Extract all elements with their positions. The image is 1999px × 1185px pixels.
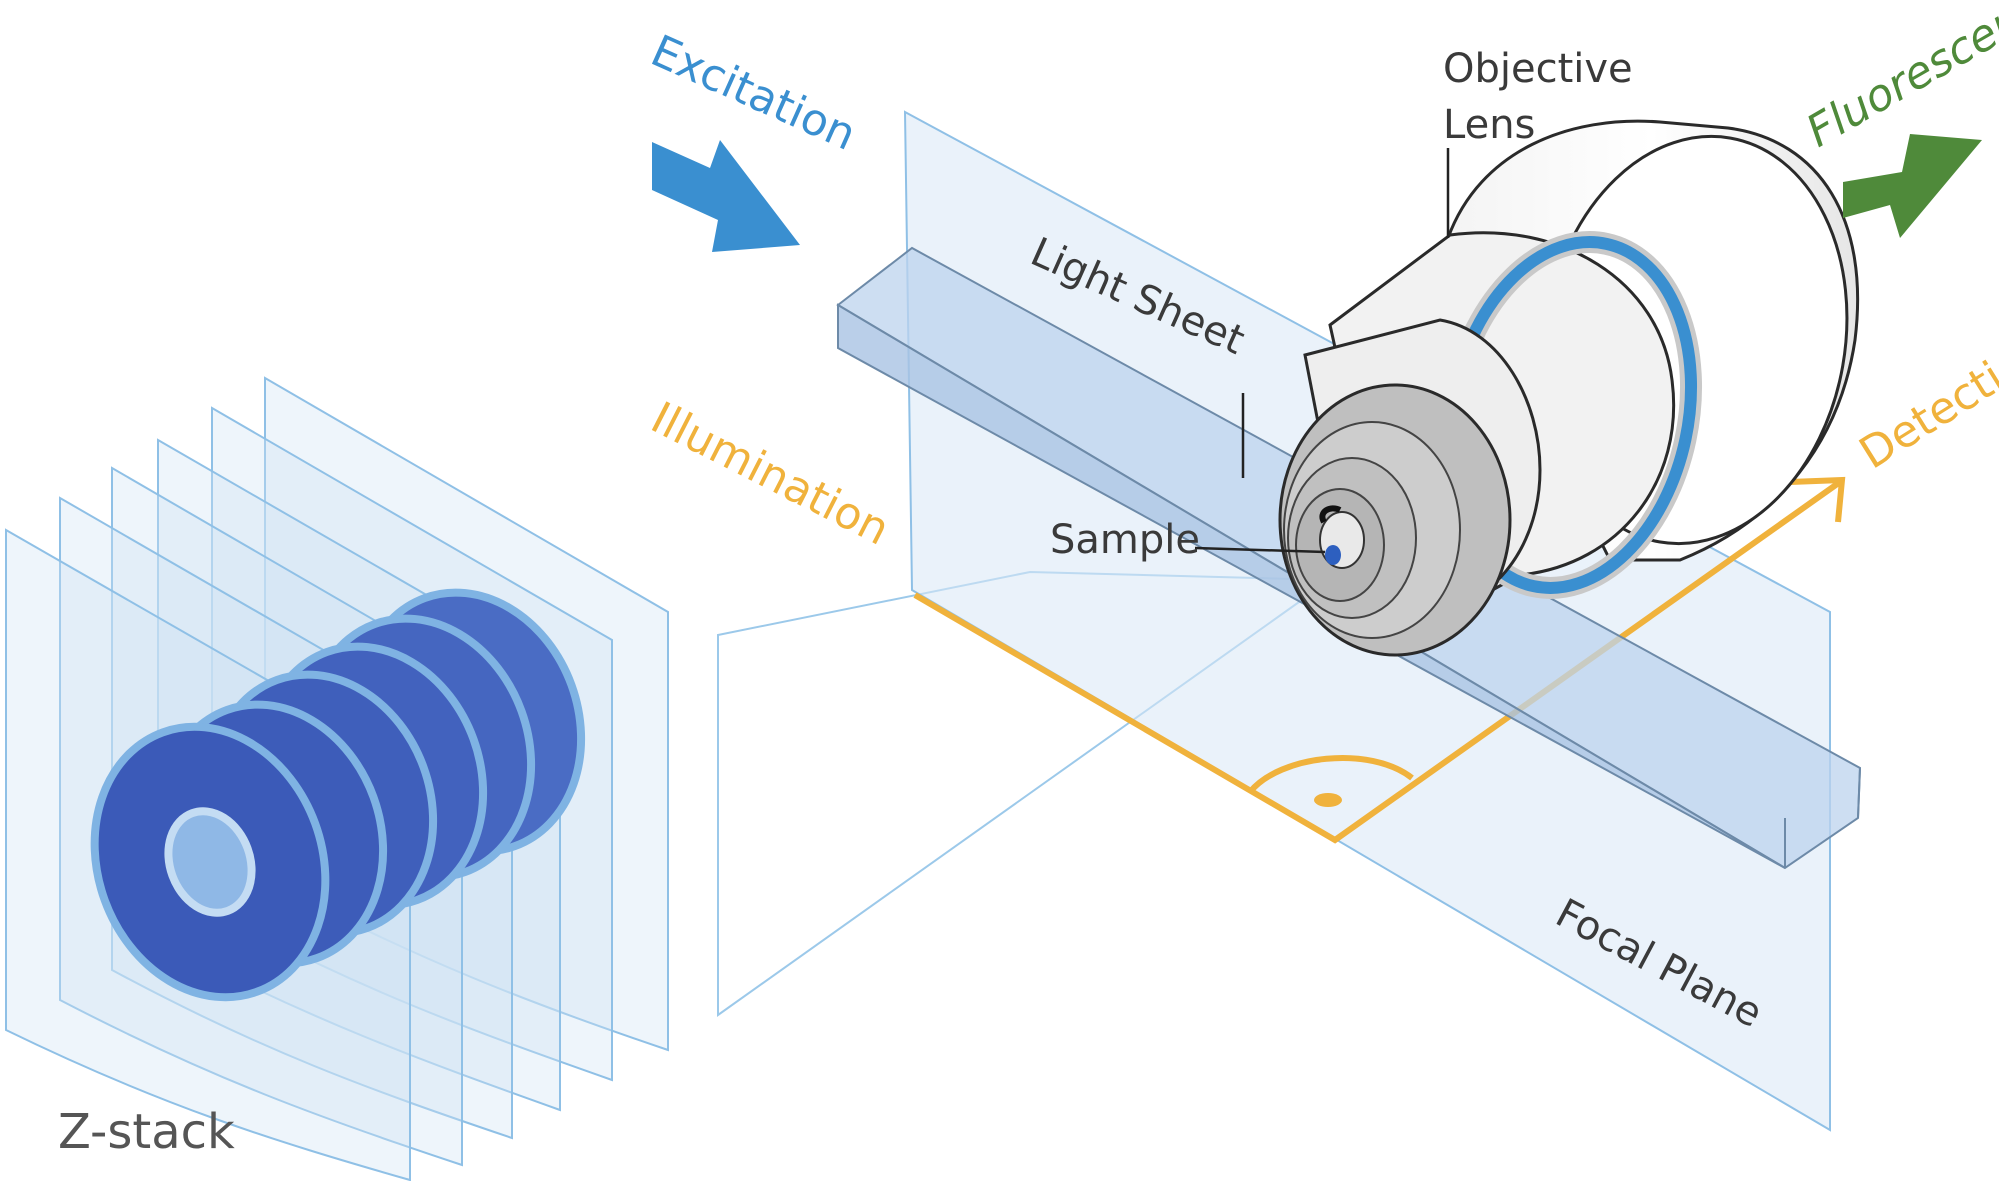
z-stack-group: Z-stack (5, 376, 1334, 1182)
illumination-detection-axis (913, 476, 1846, 844)
fluorescence-label: Fluorescence (1798, 0, 1999, 158)
leader-lines (1194, 148, 1450, 554)
sample-label: Sample (1050, 517, 1200, 563)
objective-label-line1: Objective (1443, 46, 1633, 92)
right-angle-dot (1314, 793, 1342, 807)
z-stack-label: Z-stack (58, 1104, 235, 1160)
sample-dot (1325, 545, 1341, 565)
objective-label-line2: Lens (1443, 102, 1535, 148)
objective-lens (1278, 119, 1860, 657)
detection-label: Detection (1851, 323, 1999, 480)
z-stack-discs (90, 588, 586, 1002)
disc-1 (90, 722, 330, 1002)
excitation-label: Excitation (644, 25, 864, 160)
illumination-label: Illumination (643, 392, 897, 555)
fluorescence-arrow-icon (1843, 134, 1982, 238)
excitation-arrow-icon (652, 140, 800, 252)
